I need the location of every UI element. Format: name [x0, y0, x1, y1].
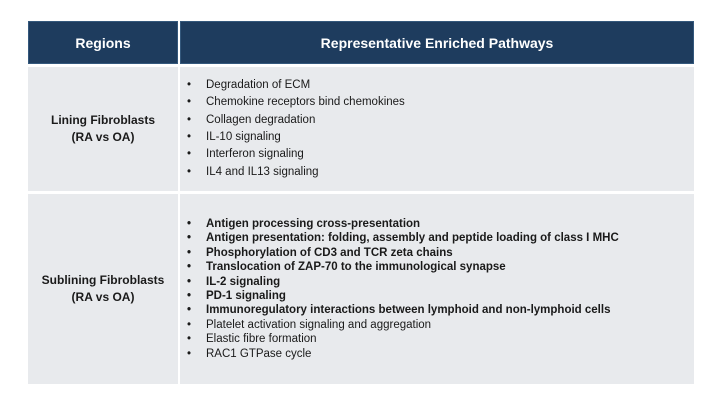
pathway-item: IL4 and IL13 signaling — [185, 164, 688, 182]
pathway-item: Collagen degradation — [185, 112, 688, 130]
pathway-item: Elastic fibre formation — [185, 332, 688, 347]
pathway-item: Translocation of ZAP-70 to the immunolog… — [185, 260, 688, 275]
region-label-lining-fibroblasts: Lining Fibroblasts (RA vs OA) — [28, 67, 178, 191]
pathway-item: Antigen processing cross-presentation — [185, 217, 688, 232]
enriched-pathways-table: Regions Representative Enriched Pathways… — [28, 21, 694, 384]
pathway-list-lining: Degradation of ECMChemokine receptors bi… — [180, 77, 694, 181]
pathway-item: IL-2 signaling — [185, 275, 688, 290]
pathways-cell-sublining: Antigen processing cross-presentationAnt… — [180, 194, 694, 384]
region-name: Sublining Fibroblasts — [41, 273, 165, 287]
region-label-sublining-fibroblasts: Sublining Fibroblasts (RA vs OA) — [28, 194, 178, 384]
pathway-item: IL-10 signaling — [185, 129, 688, 147]
pathway-item: PD-1 signaling — [185, 289, 688, 304]
pathway-item: Phosphorylation of CD3 and TCR zeta chai… — [185, 246, 688, 261]
pathway-item: RAC1 GTPase cycle — [185, 347, 688, 362]
pathway-item: Interferon signaling — [185, 146, 688, 164]
region-comparison: (RA vs OA) — [71, 290, 135, 304]
pathway-item: Antigen presentation: folding, assembly … — [185, 231, 688, 246]
pathways-cell-lining: Degradation of ECMChemokine receptors bi… — [180, 67, 694, 191]
pathway-item: Degradation of ECM — [185, 77, 688, 95]
table-header-regions: Regions — [28, 21, 178, 64]
region-name: Lining Fibroblasts — [51, 113, 155, 127]
pathway-item: Platelet activation signaling and aggreg… — [185, 318, 688, 333]
pathway-item: Chemokine receptors bind chemokines — [185, 94, 688, 112]
pathway-list-sublining: Antigen processing cross-presentationAnt… — [180, 217, 694, 361]
pathway-item: Immunoregulatory interactions between ly… — [185, 303, 688, 318]
table-header-pathways: Representative Enriched Pathways — [180, 21, 694, 64]
region-comparison: (RA vs OA) — [71, 130, 135, 144]
